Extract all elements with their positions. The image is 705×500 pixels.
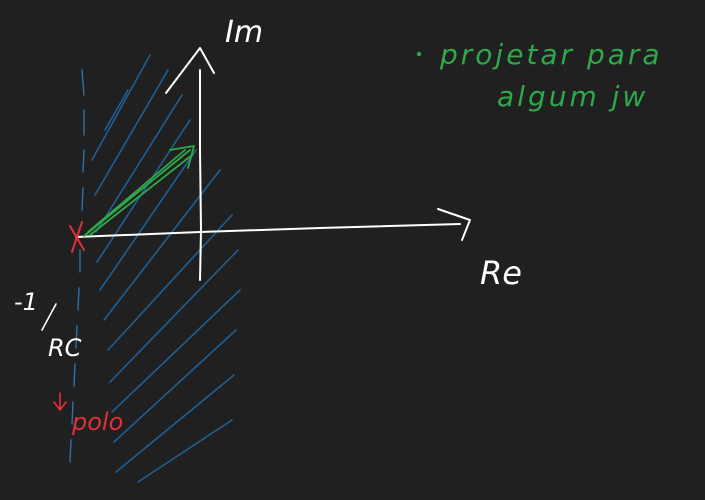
pole-location-numerator: -1 (14, 288, 38, 316)
pole-location-fraction-bar (41, 303, 57, 331)
real-axis-label: Re (480, 254, 522, 292)
imaginary-axis (199, 69, 203, 281)
pole-location-denominator: RC (48, 334, 82, 362)
imaginary-axis-label: Im (225, 15, 263, 50)
note-bullet (416, 51, 422, 57)
projection-vector-arrowhead (169, 145, 195, 169)
note-line-1: projetar para (439, 38, 663, 71)
hatch-region (91, 54, 241, 483)
pole-caption: polo (71, 408, 123, 436)
note-line-2: algum jw (497, 80, 648, 113)
pole-arrow-icon (53, 392, 67, 411)
pole-x-marker (69, 221, 85, 253)
imaginary-axis-arrowhead (165, 47, 215, 94)
projection-vector (83, 149, 193, 237)
real-axis (75, 223, 461, 238)
pole-dashed-line (69, 69, 85, 463)
real-axis-arrowhead (437, 208, 471, 241)
